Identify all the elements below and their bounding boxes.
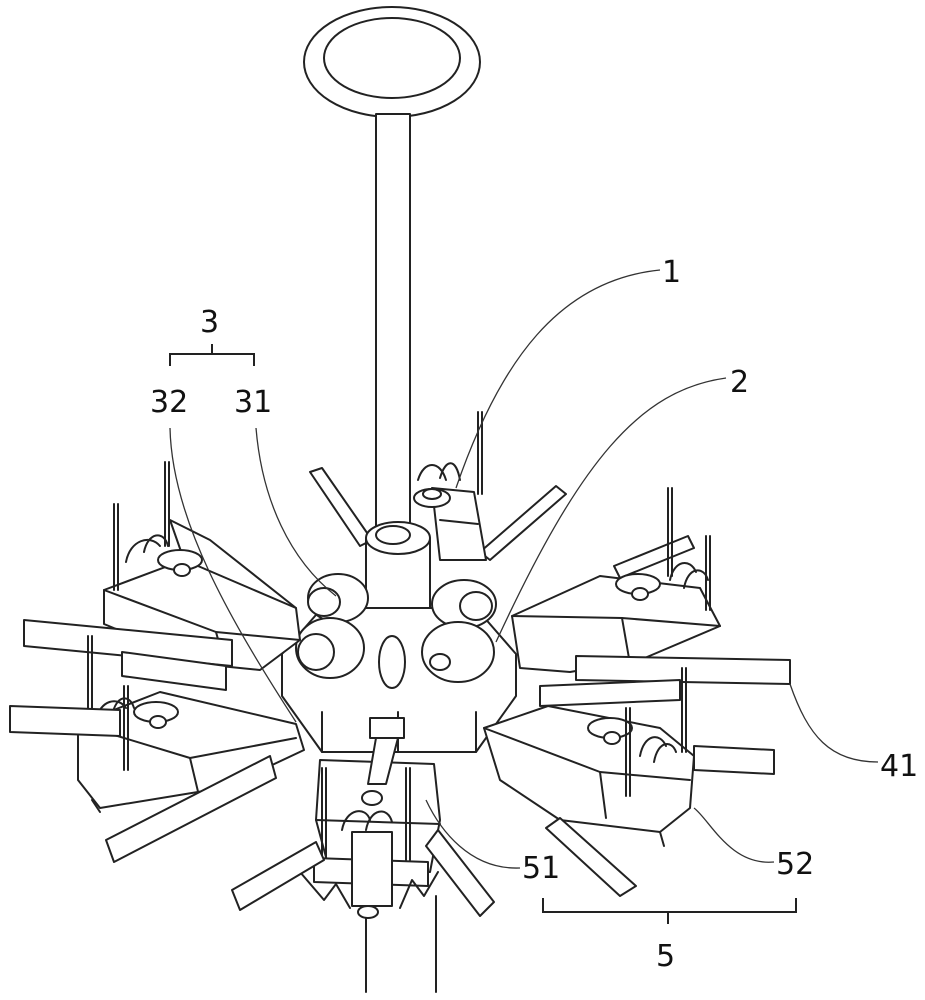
bracket-3	[169, 344, 255, 366]
label-51: 51	[522, 851, 560, 886]
clamp-front	[231, 717, 495, 919]
clamp-left-lower	[9, 635, 305, 863]
clamp-right-lower	[483, 667, 695, 897]
leader-1	[455, 269, 661, 489]
label-2: 2	[730, 365, 749, 400]
leader-52	[693, 807, 775, 863]
clamp-left-upper	[23, 461, 301, 691]
bracket-5	[542, 898, 797, 924]
label-1: 1	[662, 255, 681, 290]
label-5: 5	[656, 939, 675, 974]
leader-31	[255, 427, 337, 597]
leader-lines	[169, 269, 879, 869]
clamp-back	[413, 411, 487, 561]
central-shaft	[375, 113, 411, 541]
label-41: 41	[880, 749, 918, 784]
rollers	[295, 573, 497, 689]
brackets	[169, 344, 797, 924]
label-31: 31	[234, 385, 272, 420]
leader-41	[789, 683, 879, 763]
label-3: 3	[200, 305, 219, 340]
leader-32	[169, 427, 297, 723]
reference-labels: 1 2 3 32 31 41 51 52 5	[150, 255, 918, 974]
back-arms	[309, 467, 775, 775]
lower-post	[365, 895, 437, 993]
label-52: 52	[776, 847, 814, 882]
leader-2	[495, 377, 727, 643]
top-disc	[303, 6, 481, 118]
leader-51	[425, 799, 521, 869]
label-32: 32	[150, 385, 188, 420]
clamp-right-upper	[511, 487, 791, 707]
